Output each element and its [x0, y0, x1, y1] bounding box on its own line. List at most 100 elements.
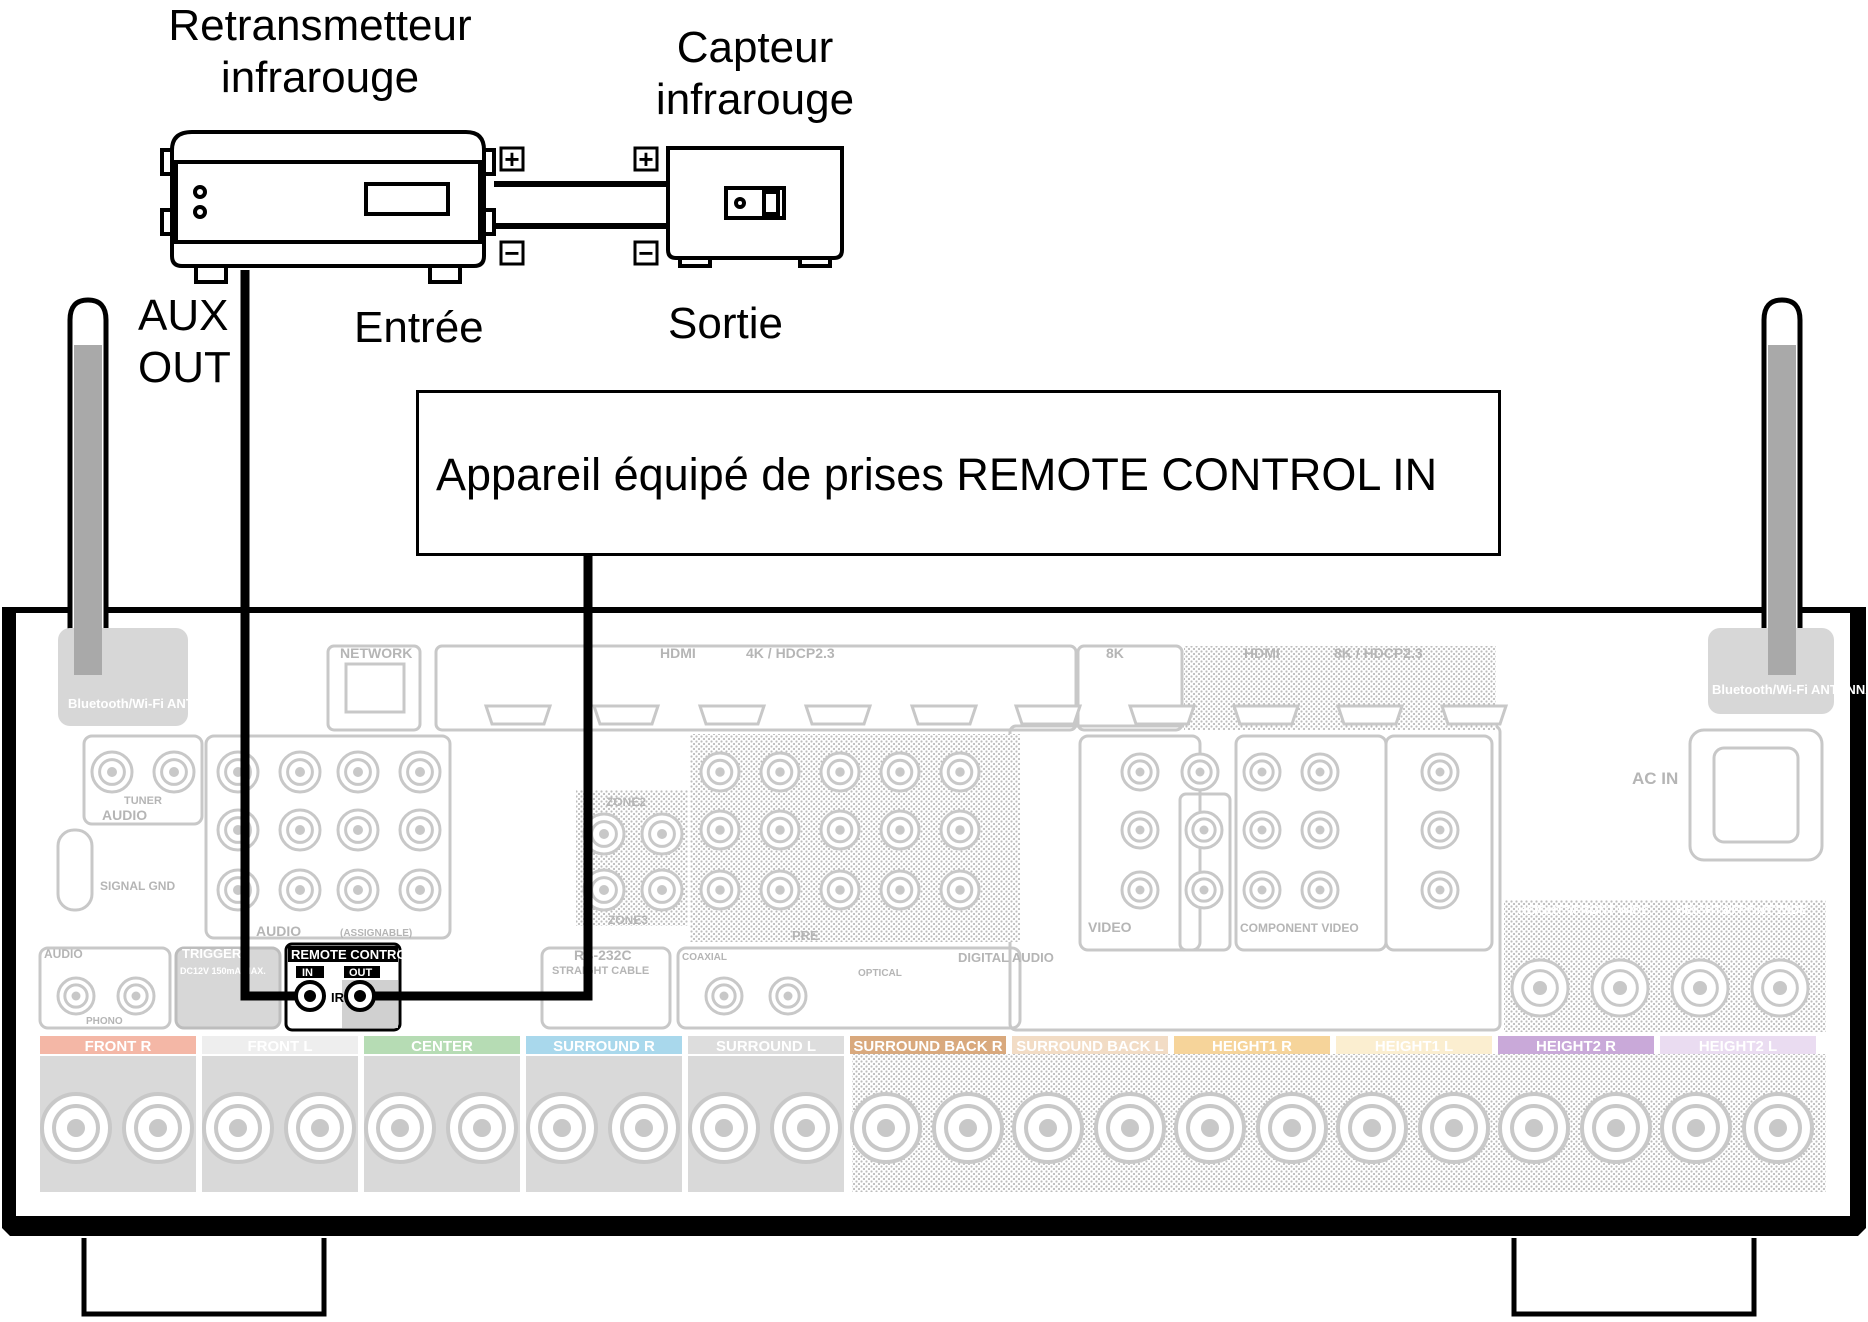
speaker-header	[364, 1036, 520, 1054]
coaxial-jack	[704, 976, 744, 1016]
speakers-label: SPEAKERS	[800, 1197, 888, 1214]
panel-labels: NETWORK HDMI 4K / HDCP2.3 8K HDMI 8K / H…	[44, 645, 1868, 1214]
ir-repeater-label: Retransmetteur infrarouge	[168, 1, 472, 102]
speaker-terminal	[526, 1092, 598, 1164]
antenna-right	[1708, 297, 1834, 714]
height3-label-r: HEIGHT3/FRONT WIDE	[1518, 903, 1649, 917]
straight-cable-label: STRAIGHT CABLE	[552, 965, 649, 977]
speaker-terminal	[1336, 1092, 1408, 1164]
zone-jack	[640, 812, 684, 856]
hdmi-port	[697, 704, 767, 726]
speaker-channel-label: SURROUND BACK R	[853, 1038, 1002, 1055]
assignable-label: (ASSIGNABLE)	[340, 928, 412, 939]
speaker-header	[202, 1036, 358, 1054]
pre-out-label: PRE	[792, 928, 819, 943]
trigger-label: TRIGGER	[182, 946, 242, 961]
speaker-terminal	[40, 1092, 112, 1164]
component-jack	[1420, 870, 1460, 910]
hdmi-port	[909, 704, 979, 726]
polarity-text: + − + −	[504, 144, 653, 268]
phono-jack	[116, 976, 156, 1016]
audio-in-jack	[398, 868, 442, 912]
speaker-terminal	[1660, 1092, 1732, 1164]
zone-jack	[582, 868, 626, 912]
height3-terminal	[1510, 958, 1570, 1018]
audio-in-jack	[216, 808, 260, 852]
remote-in-label: IN	[302, 967, 313, 979]
speaker-channel-label: HEIGHT2 R	[1536, 1038, 1616, 1055]
component-jack	[1420, 810, 1460, 850]
speaker-terminal	[122, 1092, 194, 1164]
zone3-label: ZONE3	[608, 913, 648, 927]
hdmi-8k-label: 8K	[1106, 645, 1124, 661]
hdmi-port	[1335, 704, 1405, 726]
audio-label-2: AUDIO	[256, 923, 301, 939]
hdmi-out-spec: 8K / HDCP2.3	[1334, 645, 1423, 661]
tuner-jack	[90, 750, 134, 794]
back-panel	[38, 644, 1824, 1032]
hdmi-port	[1231, 704, 1301, 726]
aux-out-label: AUX OUT	[138, 291, 231, 392]
preout-jack	[819, 809, 861, 851]
plus-mark-2: +	[638, 144, 653, 174]
height3-terminal	[1670, 958, 1730, 1018]
speaker-channel-label: HEIGHT1 R	[1212, 1038, 1292, 1055]
speaker-header	[40, 1036, 196, 1054]
speaker-header	[1498, 1036, 1654, 1054]
preout-jack	[939, 751, 981, 793]
hdmi-out-label: HDMI	[1244, 645, 1280, 661]
remote-out-cable	[374, 556, 593, 1001]
speaker-terminal	[1094, 1092, 1166, 1164]
remote-out-label: OUT	[349, 967, 373, 979]
height3-terminal	[1750, 958, 1810, 1018]
audio-in-jack	[216, 750, 260, 794]
preout-jack	[879, 809, 921, 851]
component-jack	[1242, 810, 1282, 850]
speaker-header	[850, 1036, 1006, 1054]
speaker-terminal	[364, 1092, 436, 1164]
tuner-jack	[152, 750, 196, 794]
ir-wires	[494, 181, 668, 229]
remote-control-panel: REMOTE CONTROL IN OUT IR	[284, 942, 415, 1032]
hdmi-port	[1127, 704, 1197, 726]
component-label: COMPONENT VIDEO	[1240, 921, 1359, 935]
audio-in-jack	[336, 750, 380, 794]
hdmi-port	[1439, 704, 1509, 726]
aux-out-cable	[240, 270, 296, 1001]
audio-label: AUDIO	[102, 807, 147, 823]
preout-jack	[879, 869, 921, 911]
component-jack	[1242, 752, 1282, 792]
speaker-channel-label: CENTER	[411, 1038, 473, 1055]
video-jack	[1120, 752, 1160, 792]
audio-in-jack	[278, 750, 322, 794]
hdmi-in-label: HDMI	[660, 645, 696, 661]
speaker-header	[526, 1036, 682, 1054]
minus-mark-2: −	[638, 238, 653, 268]
signal-gnd-label: SIGNAL GND	[100, 879, 175, 893]
antenna-label-right: Bluetooth/Wi-Fi ANTENNA	[1712, 682, 1868, 697]
speaker-terminal	[850, 1092, 922, 1164]
speaker-channel-label: SURROUND L	[716, 1038, 816, 1055]
video-jack	[1184, 870, 1224, 910]
hdmi-port	[803, 704, 873, 726]
preout-jack	[819, 869, 861, 911]
minus-mark-1: −	[504, 238, 519, 268]
speaker-header	[1012, 1036, 1168, 1054]
optical-label: OPTICAL	[858, 968, 902, 979]
height3-terminal	[1590, 958, 1650, 1018]
audio-in-jack	[278, 808, 322, 852]
phono-label: PHONO	[86, 1016, 123, 1027]
hdmi-port	[1013, 704, 1083, 726]
preout-jack	[939, 869, 981, 911]
speaker-terminal	[770, 1092, 842, 1164]
hdmi-slots	[483, 704, 1509, 726]
speaker-header	[688, 1036, 844, 1054]
remote-control-label: REMOTE CONTROL	[291, 947, 415, 962]
component-jack	[1300, 810, 1340, 850]
speaker-terminal	[688, 1092, 760, 1164]
speaker-header	[1336, 1036, 1492, 1054]
height3-label-l: HEIGHT3/FRONT WIDE	[1676, 903, 1807, 917]
coaxial-jack	[768, 976, 808, 1016]
device-callout-box: Appareil équipé de prises REMOTE CONTROL…	[416, 390, 1501, 556]
antenna-label-left: Bluetooth/Wi-Fi ANTENNA	[68, 696, 231, 711]
